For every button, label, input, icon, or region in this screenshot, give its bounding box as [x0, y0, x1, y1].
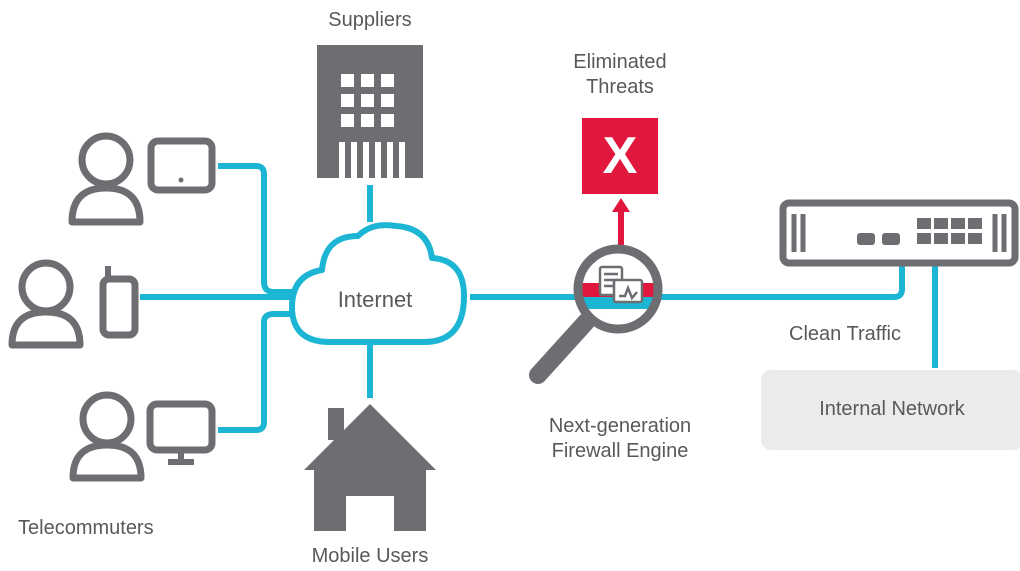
- firewall-appliance-icon: [779, 199, 1019, 267]
- threat-x-icon: [582, 118, 658, 194]
- internal-network-label: Internal Network: [819, 398, 965, 420]
- ngfw-label: Next-generation Firewall Engine: [520, 414, 720, 464]
- telecommuters-label: Telecommuters: [18, 517, 154, 539]
- telecommuter-monitor-group: [69, 391, 216, 482]
- eliminated-threats-line2: Threats: [586, 76, 654, 98]
- telecommuter-tablet-group: [68, 132, 216, 226]
- threat-x-mark: X: [602, 127, 638, 185]
- suppliers-label: Suppliers: [328, 9, 412, 31]
- building-icon: [317, 45, 423, 178]
- person-body: [8, 308, 84, 349]
- connector-telecommuter-top: [218, 163, 298, 295]
- monitor-icon: [146, 400, 216, 454]
- eliminated-threats-line1: Eliminated: [573, 51, 667, 73]
- ngfw-line2: Firewall Engine: [551, 440, 689, 462]
- person-body: [69, 441, 145, 482]
- cloud-icon: [289, 222, 467, 345]
- person-body: [68, 184, 144, 226]
- magnifier-icon: [529, 244, 663, 384]
- ngfw-line1: Next-generation: [548, 415, 692, 437]
- person-icon: [18, 259, 74, 315]
- clean-traffic-label: Clean Traffic: [789, 323, 901, 345]
- phone-icon: [99, 275, 139, 339]
- internet-label: Internet: [337, 287, 413, 312]
- person-icon: [78, 132, 134, 188]
- tablet-icon: [147, 137, 216, 194]
- connectors: [140, 163, 938, 433]
- person-icon: [79, 391, 135, 447]
- mobile-users-label: Mobile Users: [311, 545, 429, 567]
- home-icon: [304, 404, 436, 531]
- telecommuter-phone-group: [8, 259, 139, 349]
- connector-telecommuter-bottom: [218, 311, 298, 433]
- connector-firewall-appliance: [661, 262, 905, 300]
- eliminated-threats-label: Eliminated Threats: [550, 50, 690, 100]
- internal-network-box: [761, 370, 1020, 450]
- document-icon: [598, 265, 644, 304]
